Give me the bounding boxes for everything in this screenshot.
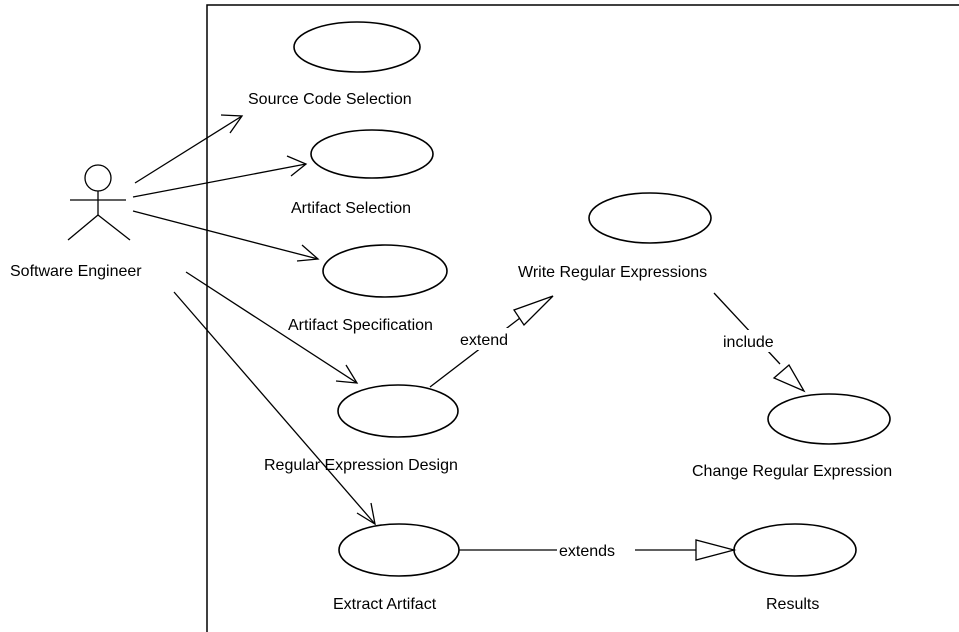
extends-label: extends	[559, 543, 615, 560]
actor-label: Software Engineer	[10, 263, 142, 280]
use-case-write-regular-expressions	[588, 192, 712, 244]
use-case-label-write-regular-expressions: Write Regular Expressions	[518, 264, 707, 281]
use-case-label-change-regular-expression: Change Regular Expression	[692, 463, 892, 480]
system-boundary	[206, 4, 959, 632]
include-label: include	[723, 334, 774, 351]
extends-relation	[459, 539, 737, 561]
use-case-label-extract-artifact: Extract Artifact	[333, 596, 437, 613]
actor-head	[84, 164, 112, 192]
use-case-change-regular-expression	[767, 393, 891, 445]
use-case-label-source-code-selection: Source Code Selection	[248, 91, 412, 108]
use-case-artifact-selection	[310, 129, 434, 179]
actor-right-leg	[97, 214, 131, 241]
use-case-regular-expression-design	[337, 384, 459, 438]
extend-label: extend	[460, 332, 508, 349]
association-artifact-selection	[132, 155, 308, 198]
association-artifact-specification	[132, 210, 320, 262]
association-extract-artifact	[173, 291, 376, 526]
actor-left-leg	[67, 214, 99, 241]
use-case-results	[733, 523, 857, 577]
use-case-label-artifact-specification: Artifact Specification	[288, 317, 433, 334]
association-source-code	[134, 114, 244, 184]
use-case-source-code-selection	[293, 21, 421, 73]
use-case-label-results: Results	[766, 596, 819, 613]
use-case-label-regular-expression-design: Regular Expression Design	[264, 457, 458, 474]
association-regular-expression-design	[185, 271, 359, 384]
extend-relation	[429, 295, 554, 388]
use-case-artifact-specification	[322, 244, 448, 298]
use-case-label-artifact-selection: Artifact Selection	[291, 200, 411, 217]
use-case-extract-artifact	[338, 523, 460, 577]
include-relation	[713, 292, 806, 393]
actor-stick-figure	[67, 164, 131, 241]
